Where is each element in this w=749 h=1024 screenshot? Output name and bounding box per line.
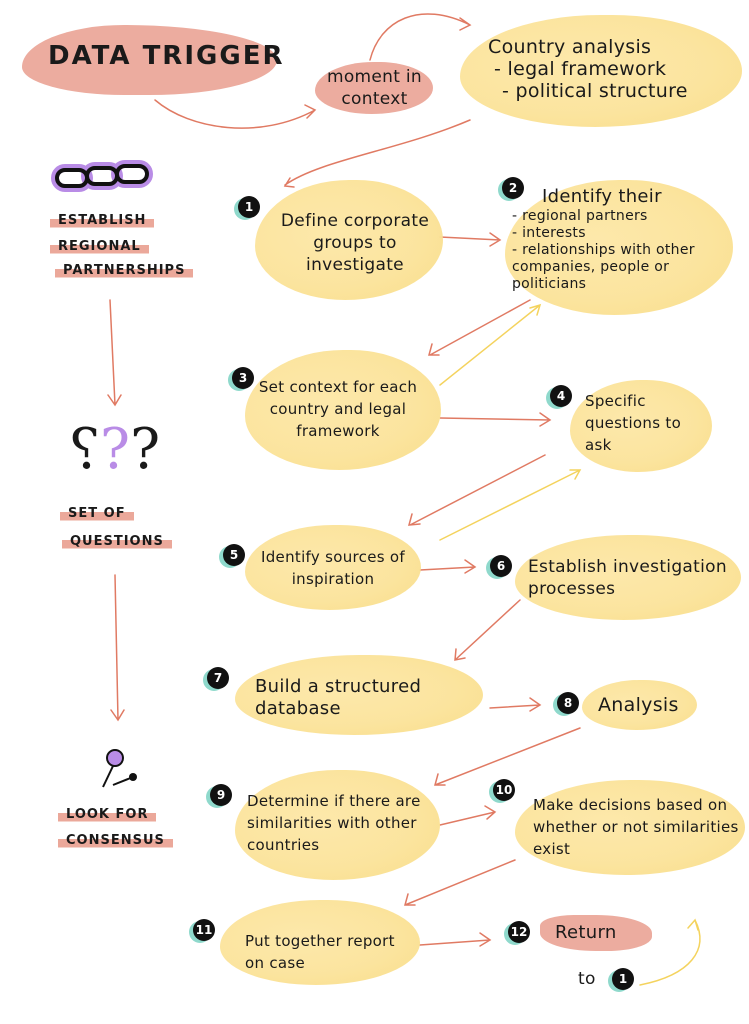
step-11-text: Put together report on case — [245, 932, 395, 972]
step-1-number: 1 — [238, 196, 260, 218]
step-9-text: Determine if there are similarities with… — [247, 792, 421, 854]
step-5-text: Identify sources of inspiration — [261, 548, 405, 588]
arrow-side-1 — [107, 299, 122, 407]
arrow-7-to-8 — [489, 697, 542, 712]
step-7-blob — [235, 655, 483, 735]
step-6-text: Establish investigation processes — [528, 557, 727, 599]
moment-blob — [315, 62, 433, 114]
step-9-blob — [235, 770, 440, 880]
step-6-number: 6 — [490, 555, 512, 577]
step-11-blob — [220, 900, 420, 985]
step-12-blob — [540, 915, 652, 951]
step-7-number: 7 — [207, 667, 229, 689]
questions-line: SET OF — [60, 505, 134, 522]
chain-link-icon — [51, 160, 153, 192]
step-5-number: 5 — [223, 544, 245, 566]
moment-text: moment in context — [326, 67, 423, 109]
country-item: - political structure — [502, 80, 688, 102]
consensus-line: LOOK FOR — [58, 806, 157, 823]
step-4-text: Specific questions to ask — [585, 392, 682, 454]
question-marks-icon: ??? — [70, 417, 161, 482]
step-2-item: - relationships with other companies, pe… — [512, 242, 695, 292]
arrow-trigger-to-moment — [154, 99, 317, 129]
step-8-number: 8 — [557, 692, 579, 714]
step-4-number: 4 — [550, 385, 572, 407]
arrow-3-to-4 — [439, 412, 552, 427]
pin-icon — [102, 749, 137, 788]
arrow-4-to-5 — [407, 454, 546, 526]
country-blob — [460, 15, 742, 127]
arrow-country-to-1 — [283, 119, 471, 188]
country-heading: Country analysis — [488, 36, 652, 58]
partnerships-line: PARTNERSHIPS — [55, 262, 194, 279]
step-10-number: 10 — [493, 779, 515, 801]
step-6-blob — [515, 535, 741, 620]
step-8-text: Analysis — [598, 694, 679, 716]
consensus-line: CONSENSUS — [58, 832, 173, 849]
step-7-text: Build a structured database — [255, 676, 422, 719]
arrow-8-to-9 — [434, 727, 581, 786]
partnerships-line: REGIONAL — [50, 238, 149, 255]
questions-line: QUESTIONS — [62, 533, 172, 550]
step-4-blob — [570, 380, 712, 472]
arrow-moment-to-country — [369, 13, 472, 61]
arrow-6-to-7 — [454, 599, 521, 661]
step-9-number: 9 — [210, 784, 232, 806]
arrow-5-to-6 — [419, 559, 477, 574]
arrow-3-to-2 — [439, 303, 542, 386]
step-11-number: 11 — [193, 919, 215, 941]
step-2-heading: Identify their — [542, 186, 662, 207]
step-2-item: - regional partners — [512, 208, 648, 224]
arrow-5-to-4 — [439, 469, 582, 541]
return-to-label: to — [578, 969, 596, 989]
partnerships-line: ESTABLISH — [50, 212, 155, 229]
title-blob — [22, 25, 277, 95]
arrow-11-to-12 — [419, 932, 492, 947]
step-3-blob — [245, 350, 441, 470]
arrow-9-to-10 — [439, 805, 497, 826]
step-2-blob — [505, 180, 733, 315]
step-3-text: Set context for each country and legal f… — [258, 378, 418, 440]
step-1-text: Define corporate groups to investigate — [280, 211, 430, 275]
arrow-2-to-3 — [428, 299, 531, 356]
arrow-1-to-2 — [439, 232, 502, 247]
step-2-number: 2 — [502, 177, 524, 199]
arrow-10-to-11 — [404, 859, 516, 906]
step-1-blob — [255, 180, 443, 300]
step-3-number: 3 — [232, 367, 254, 389]
step-10-blob — [515, 780, 745, 875]
return-to-number: 1 — [612, 968, 634, 990]
step-12-text: Return — [555, 922, 617, 943]
title: DATA TRIGGER — [48, 41, 285, 71]
step-8-blob — [582, 680, 697, 730]
country-item: - legal framework — [494, 58, 667, 80]
step-2-text: Identify their - regional partners - int… — [512, 186, 734, 293]
arrow-return-loop — [639, 918, 701, 986]
country-analysis: Country analysis - legal framework - pol… — [488, 36, 688, 102]
step-2-item: - interests — [512, 225, 586, 241]
step-10-text: Make decisions based on whether or not s… — [533, 796, 739, 858]
arrow-side-2 — [110, 574, 125, 722]
step-5-blob — [245, 525, 421, 610]
step-12-number: 12 — [508, 921, 530, 943]
